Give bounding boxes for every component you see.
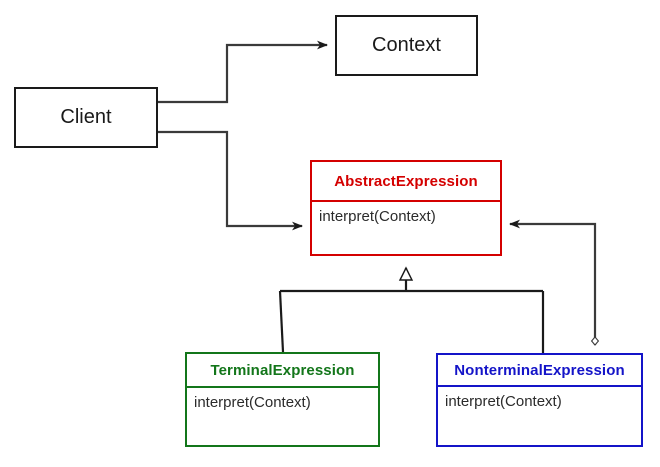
operations-compartment: interpret(Context) [312,202,500,254]
operations-compartment: interpret(Context) [187,388,378,445]
class-box-terminal-expression[interactable]: TerminalExpression interpret(Context) [185,352,380,447]
class-box-nonterminal-expression[interactable]: NonterminalExpression interpret(Context) [436,353,643,447]
edge-client-to-context [158,40,328,104]
class-name-terminal-expression: TerminalExpression [210,361,355,379]
compartment-divider [187,386,378,388]
edge-generalization-tree [278,266,545,353]
compartment-divider [438,385,641,387]
class-box-context[interactable]: Context [335,15,478,76]
class-name-context: Context [372,34,441,56]
operation-interpret: interpret(Context) [194,394,311,411]
edge-nonterminal-aggregates-abstract [509,219,600,346]
class-box-abstract-expression[interactable]: AbstractExpression interpret(Context) [310,160,502,256]
compartment-divider [312,200,500,202]
class-box-client[interactable]: Client [14,87,158,148]
class-name-abstract-expression: AbstractExpression [334,172,478,190]
operations-compartment: interpret(Context) [438,387,641,445]
class-name-nonterminal-expression: NonterminalExpression [454,361,625,379]
operation-interpret: interpret(Context) [319,208,436,225]
edge-client-to-abstract-expression [158,130,303,231]
class-name-client: Client [60,106,112,128]
operation-interpret: interpret(Context) [445,393,562,410]
